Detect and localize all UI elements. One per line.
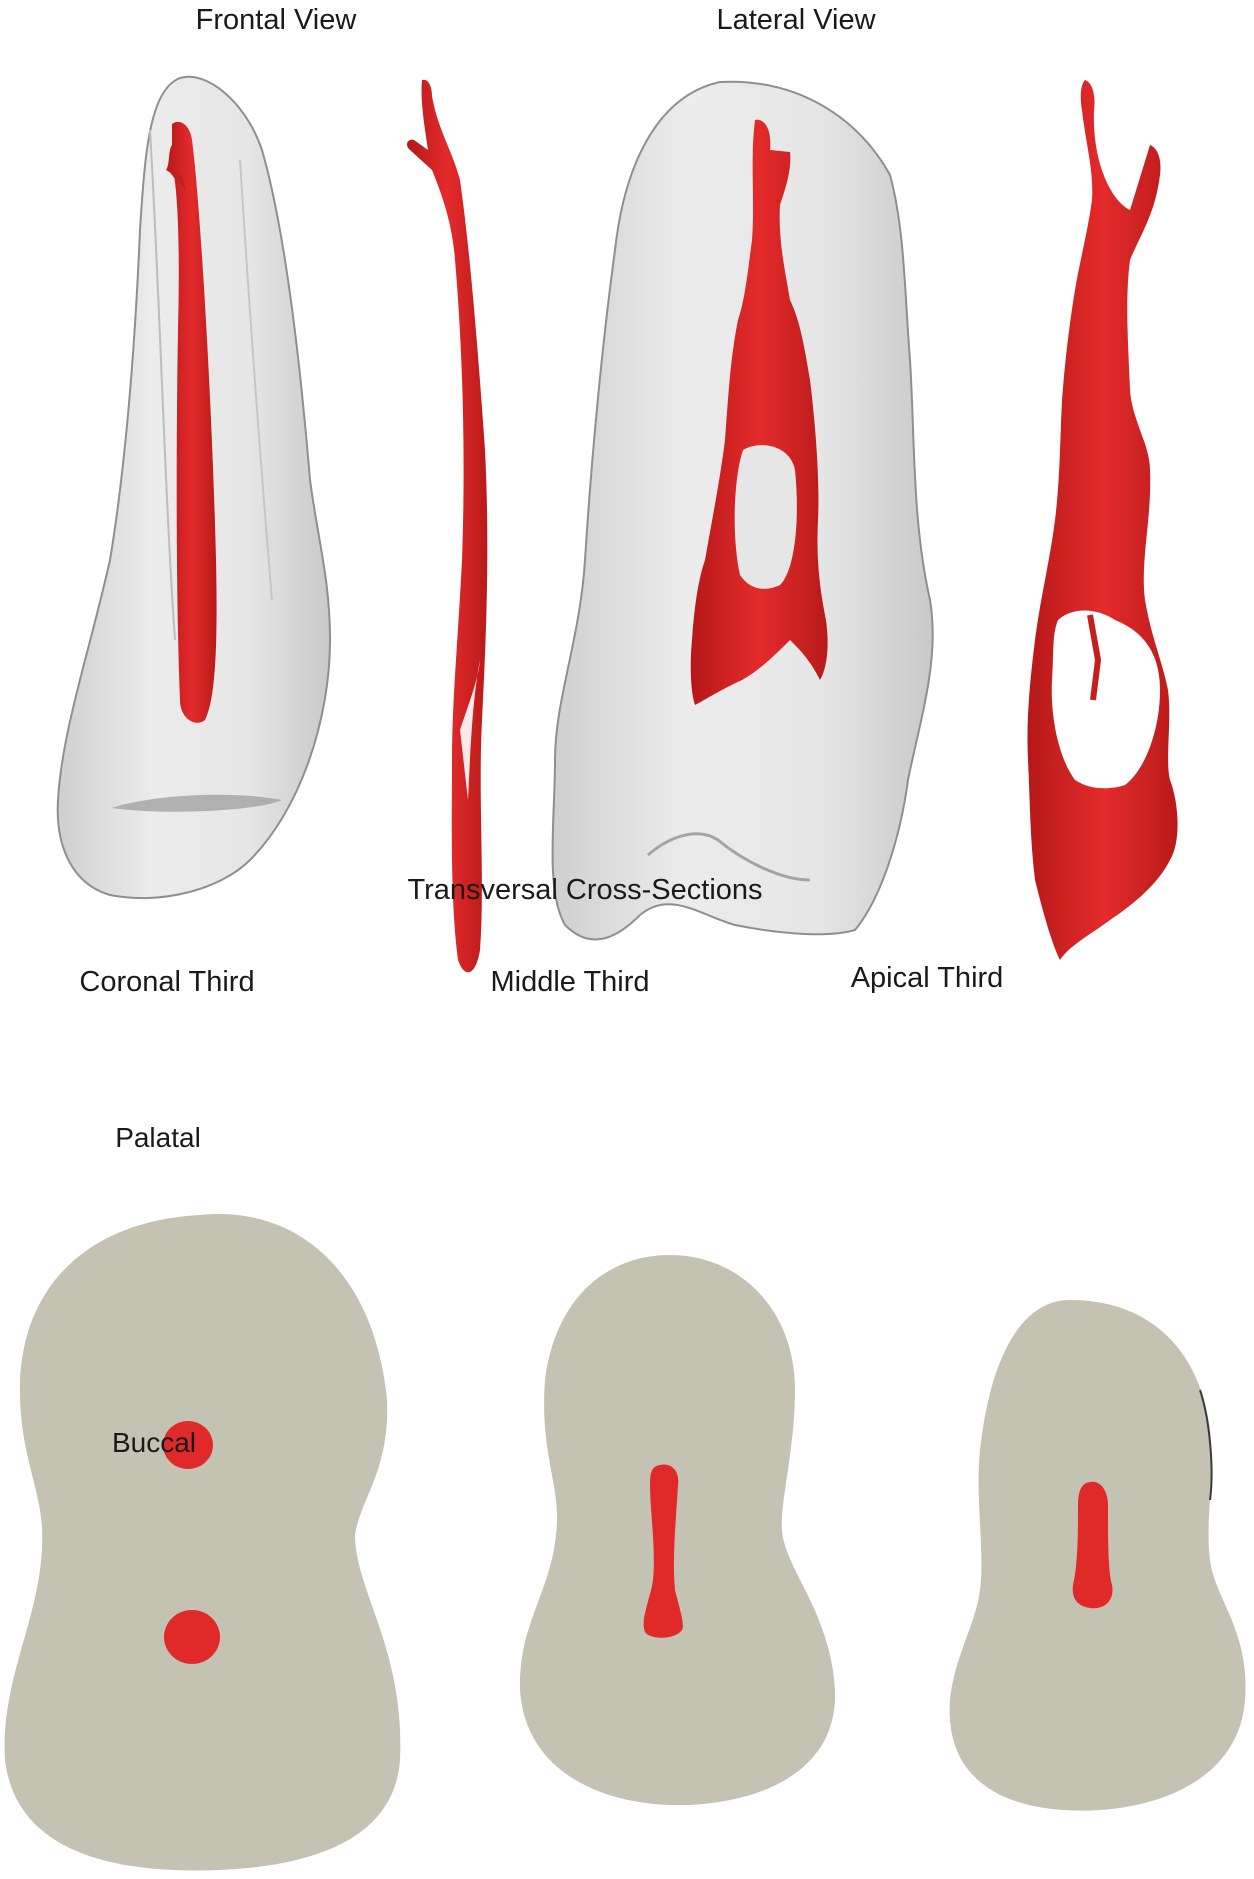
middle-third-label: Middle Third bbox=[490, 966, 650, 998]
palatal-canal-dot bbox=[163, 1421, 213, 1469]
lateral-canal-in-tooth bbox=[690, 119, 828, 706]
apical-third-label: Apical Third bbox=[850, 962, 1004, 994]
frontal-canal-isolated bbox=[407, 79, 488, 973]
apical-canal-slit bbox=[1072, 1481, 1113, 1609]
section-apical bbox=[949, 1300, 1246, 1811]
buccal-label: Buccal bbox=[111, 1427, 197, 1458]
lateral-canal-isolated bbox=[1027, 80, 1178, 960]
section-middle bbox=[519, 1255, 836, 1806]
transversal-heading: Transversal Cross-Sections bbox=[407, 874, 763, 906]
frontal-canal-in-tooth bbox=[166, 121, 217, 723]
palatal-label: Palatal bbox=[115, 1122, 201, 1153]
buccal-canal-dot bbox=[164, 1610, 220, 1664]
lateral-view-heading: Lateral View bbox=[716, 4, 876, 36]
coronal-third-label: Coronal Third bbox=[79, 966, 255, 998]
frontal-view-heading: Frontal View bbox=[195, 4, 357, 36]
section-coronal bbox=[4, 1214, 401, 1871]
middle-canal-slit bbox=[643, 1464, 683, 1638]
